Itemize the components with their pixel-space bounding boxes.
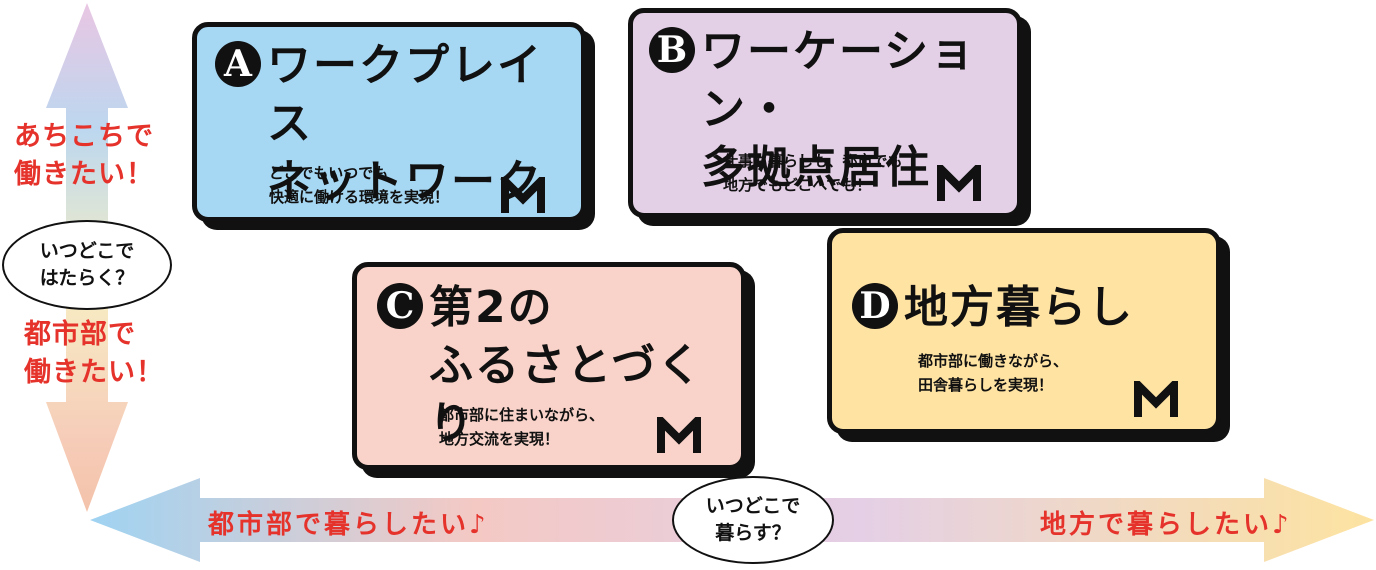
card-a-desc-line2: 快適に働ける環境を実現！	[269, 188, 450, 206]
card-b-title-line2: 多拠点居住	[701, 142, 931, 193]
card-c-desc-line2: 地方交流を実現！	[439, 430, 560, 448]
card-b-title-line1: ワーケーション・	[701, 26, 977, 135]
card-d-description: 都市部に働きながら、 田舎暮らしを実現！	[918, 349, 1068, 397]
card-c-badge: C	[377, 283, 423, 329]
card-a-title-line2: ネットワーク	[267, 156, 543, 207]
horizontal-question-bubble: いつどこで 暮らす？	[672, 476, 834, 564]
card-b-desc-line1: 仕事も暮らしも、都市でも	[723, 152, 903, 170]
card-c-title-line2: ふるさとづくり	[429, 340, 704, 449]
vertical-question-line1: いつどこで	[39, 240, 135, 262]
card-c-description: 都市部に住まいながら、 地方交流を実現！	[439, 403, 604, 451]
vertical-question-bubble: いつどこで はたらく？	[2, 220, 172, 310]
vertical-top-label: あちこちで 働きたい！	[14, 118, 154, 194]
card-d: D 地方暮らし 都市部に働きながら、 田舎暮らしを実現！	[827, 228, 1221, 434]
card-a-m-logo-icon	[501, 177, 545, 213]
vertical-bottom-label-line1: 都市部で	[24, 319, 136, 350]
card-a: A ワークプレイス ネットワーク どこでもいつでも 快適に働ける環境を実現！	[192, 22, 586, 222]
card-a-title: A ワークプレイス ネットワーク	[215, 37, 581, 211]
horizontal-right-label: 地方で暮らしたい♪	[1040, 510, 1292, 540]
vertical-bottom-label: 都市部で 働きたい！	[24, 316, 164, 392]
card-d-desc-line2: 田舎暮らしを実現！	[918, 376, 1054, 394]
card-d-badge: D	[852, 283, 898, 329]
vertical-question-line2: はたらく？	[39, 267, 135, 289]
vertical-top-label-line2: 働きたい！	[14, 159, 154, 190]
card-d-title: D 地方暮らし	[852, 279, 1134, 337]
card-c: C 第2の ふるさとづくり 都市部に住まいながら、 地方交流を実現！	[352, 262, 746, 470]
card-c-m-logo-icon	[657, 417, 701, 453]
vertical-bottom-label-line2: 働きたい！	[24, 357, 164, 388]
card-a-description: どこでもいつでも 快適に働ける環境を実現！	[269, 161, 449, 209]
card-c-title: C 第2の ふるさとづくり	[377, 279, 741, 453]
card-d-desc-line1: 都市部に働きながら、	[918, 352, 1069, 370]
card-b-title: B ワーケーション・ 多拠点居住	[649, 23, 1017, 197]
card-c-title-line1: 第2の	[429, 282, 554, 333]
card-b: B ワーケーション・ 多拠点居住 仕事も暮らしも、都市でも 地方でもどこへでも！	[628, 8, 1022, 218]
card-b-m-logo-icon	[937, 165, 981, 201]
card-b-desc-line2: 地方でもどこへでも！	[723, 176, 872, 194]
card-c-desc-line1: 都市部に住まいながら、	[439, 406, 605, 424]
card-d-title-line1: 地方暮らし	[904, 282, 1134, 333]
card-a-desc-line1: どこでもいつでも	[269, 164, 389, 182]
horizontal-left-label: 都市部で暮らしたい♪	[208, 510, 489, 540]
card-a-badge: A	[215, 41, 261, 87]
vertical-top-label-line1: あちこちで	[14, 121, 154, 152]
card-b-badge: B	[649, 27, 695, 73]
horizontal-question-line1: いつどこで	[705, 495, 801, 517]
card-d-m-logo-icon	[1134, 381, 1178, 417]
horizontal-question-line2: 暮らす？	[715, 522, 791, 544]
card-a-title-line1: ワークプレイス	[267, 40, 543, 149]
card-b-description: 仕事も暮らしも、都市でも 地方でもどこへでも！	[723, 149, 903, 197]
